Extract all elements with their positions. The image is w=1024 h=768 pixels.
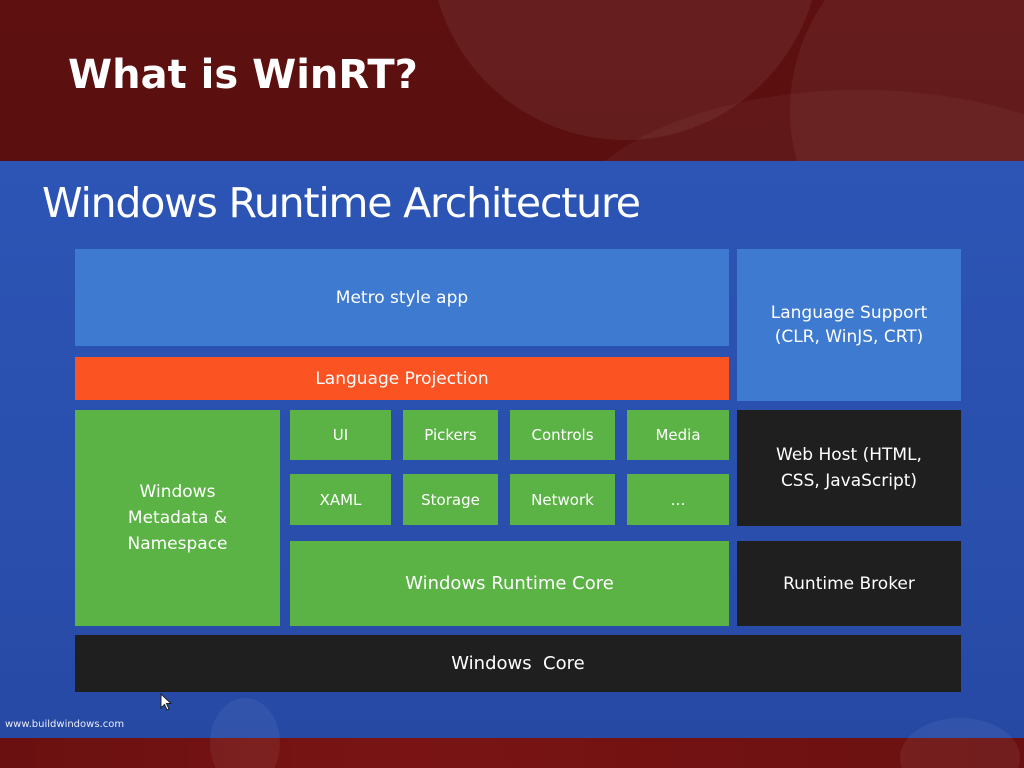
block-pickers: Pickers (403, 410, 498, 460)
block-runtime-broker: Runtime Broker (737, 541, 961, 626)
slide-title: What is WinRT? (68, 52, 418, 98)
block-language-support: Language Support (CLR, WinJS, CRT) (737, 249, 961, 401)
block-more: … (627, 474, 729, 525)
block-network: Network (510, 474, 615, 525)
block-xaml: XAML (290, 474, 391, 525)
block-language-projection: Language Projection (75, 357, 729, 400)
diagram-title: Windows Runtime Architecture (42, 179, 641, 227)
bottom-bar (0, 698, 1024, 768)
block-windows-core: Windows Core (75, 635, 961, 692)
block-controls: Controls (510, 410, 615, 460)
block-metro-style-app: Metro style app (75, 249, 729, 346)
block-web-host: Web Host (HTML, CSS, JavaScript) (737, 410, 961, 526)
block-windows-metadata-namespace: Windows Metadata & Namespace (75, 410, 280, 626)
block-media: Media (627, 410, 729, 460)
mouse-pointer-icon (160, 693, 173, 711)
footer-url: www.buildwindows.com (5, 719, 125, 730)
block-storage: Storage (403, 474, 498, 525)
block-windows-runtime-core: Windows Runtime Core (290, 541, 729, 626)
architecture-diagram: Windows Runtime Architecture Metro style… (0, 161, 1024, 738)
block-ui: UI (290, 410, 391, 460)
